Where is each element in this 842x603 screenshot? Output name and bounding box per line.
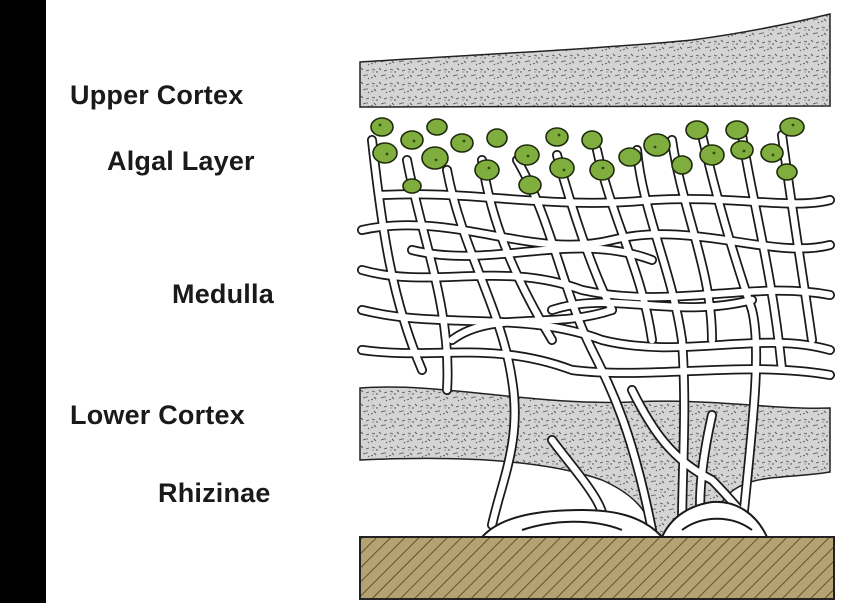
upper-cortex-layer [360,14,830,107]
algal-cells [371,118,804,194]
substrate-soil [360,537,834,599]
label-lower-cortex: Lower Cortex [70,400,245,431]
lichen-cross-section [352,10,842,600]
label-upper-cortex: Upper Cortex [70,80,243,111]
rhizinae-bundle [482,502,767,537]
label-algal-layer: Algal Layer [107,146,255,177]
label-rhizinae: Rhizinae [158,478,271,509]
label-medulla: Medulla [172,279,274,310]
left-border-bar [0,0,46,603]
